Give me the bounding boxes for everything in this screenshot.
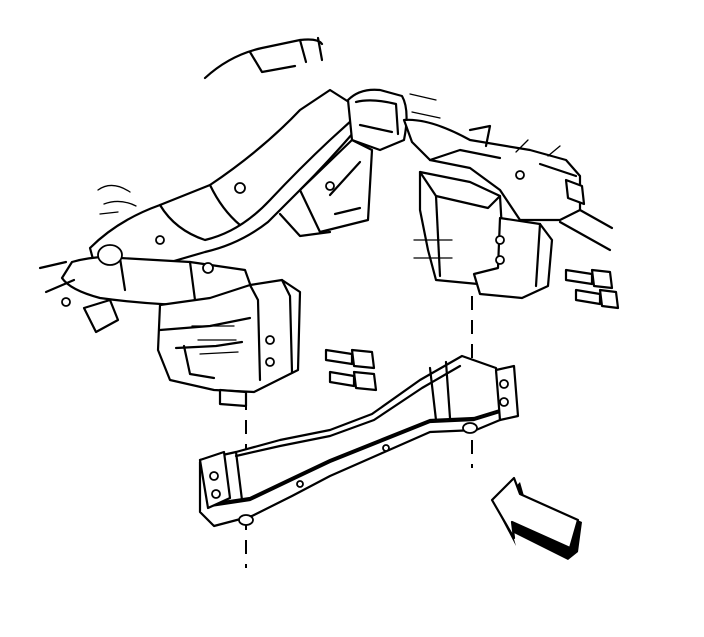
bolt-icon — [574, 288, 620, 310]
frame-rails — [38, 36, 614, 334]
bolt-icon — [324, 348, 376, 370]
front-direction-arrow — [490, 476, 582, 560]
bolt-icon — [328, 370, 378, 392]
left-mount-bracket — [156, 278, 302, 408]
bolt-icon — [564, 268, 614, 290]
arrow-icon — [490, 476, 582, 560]
mount-bolts — [324, 268, 620, 392]
right-mount-bracket — [413, 170, 554, 300]
crossmember — [198, 354, 520, 528]
